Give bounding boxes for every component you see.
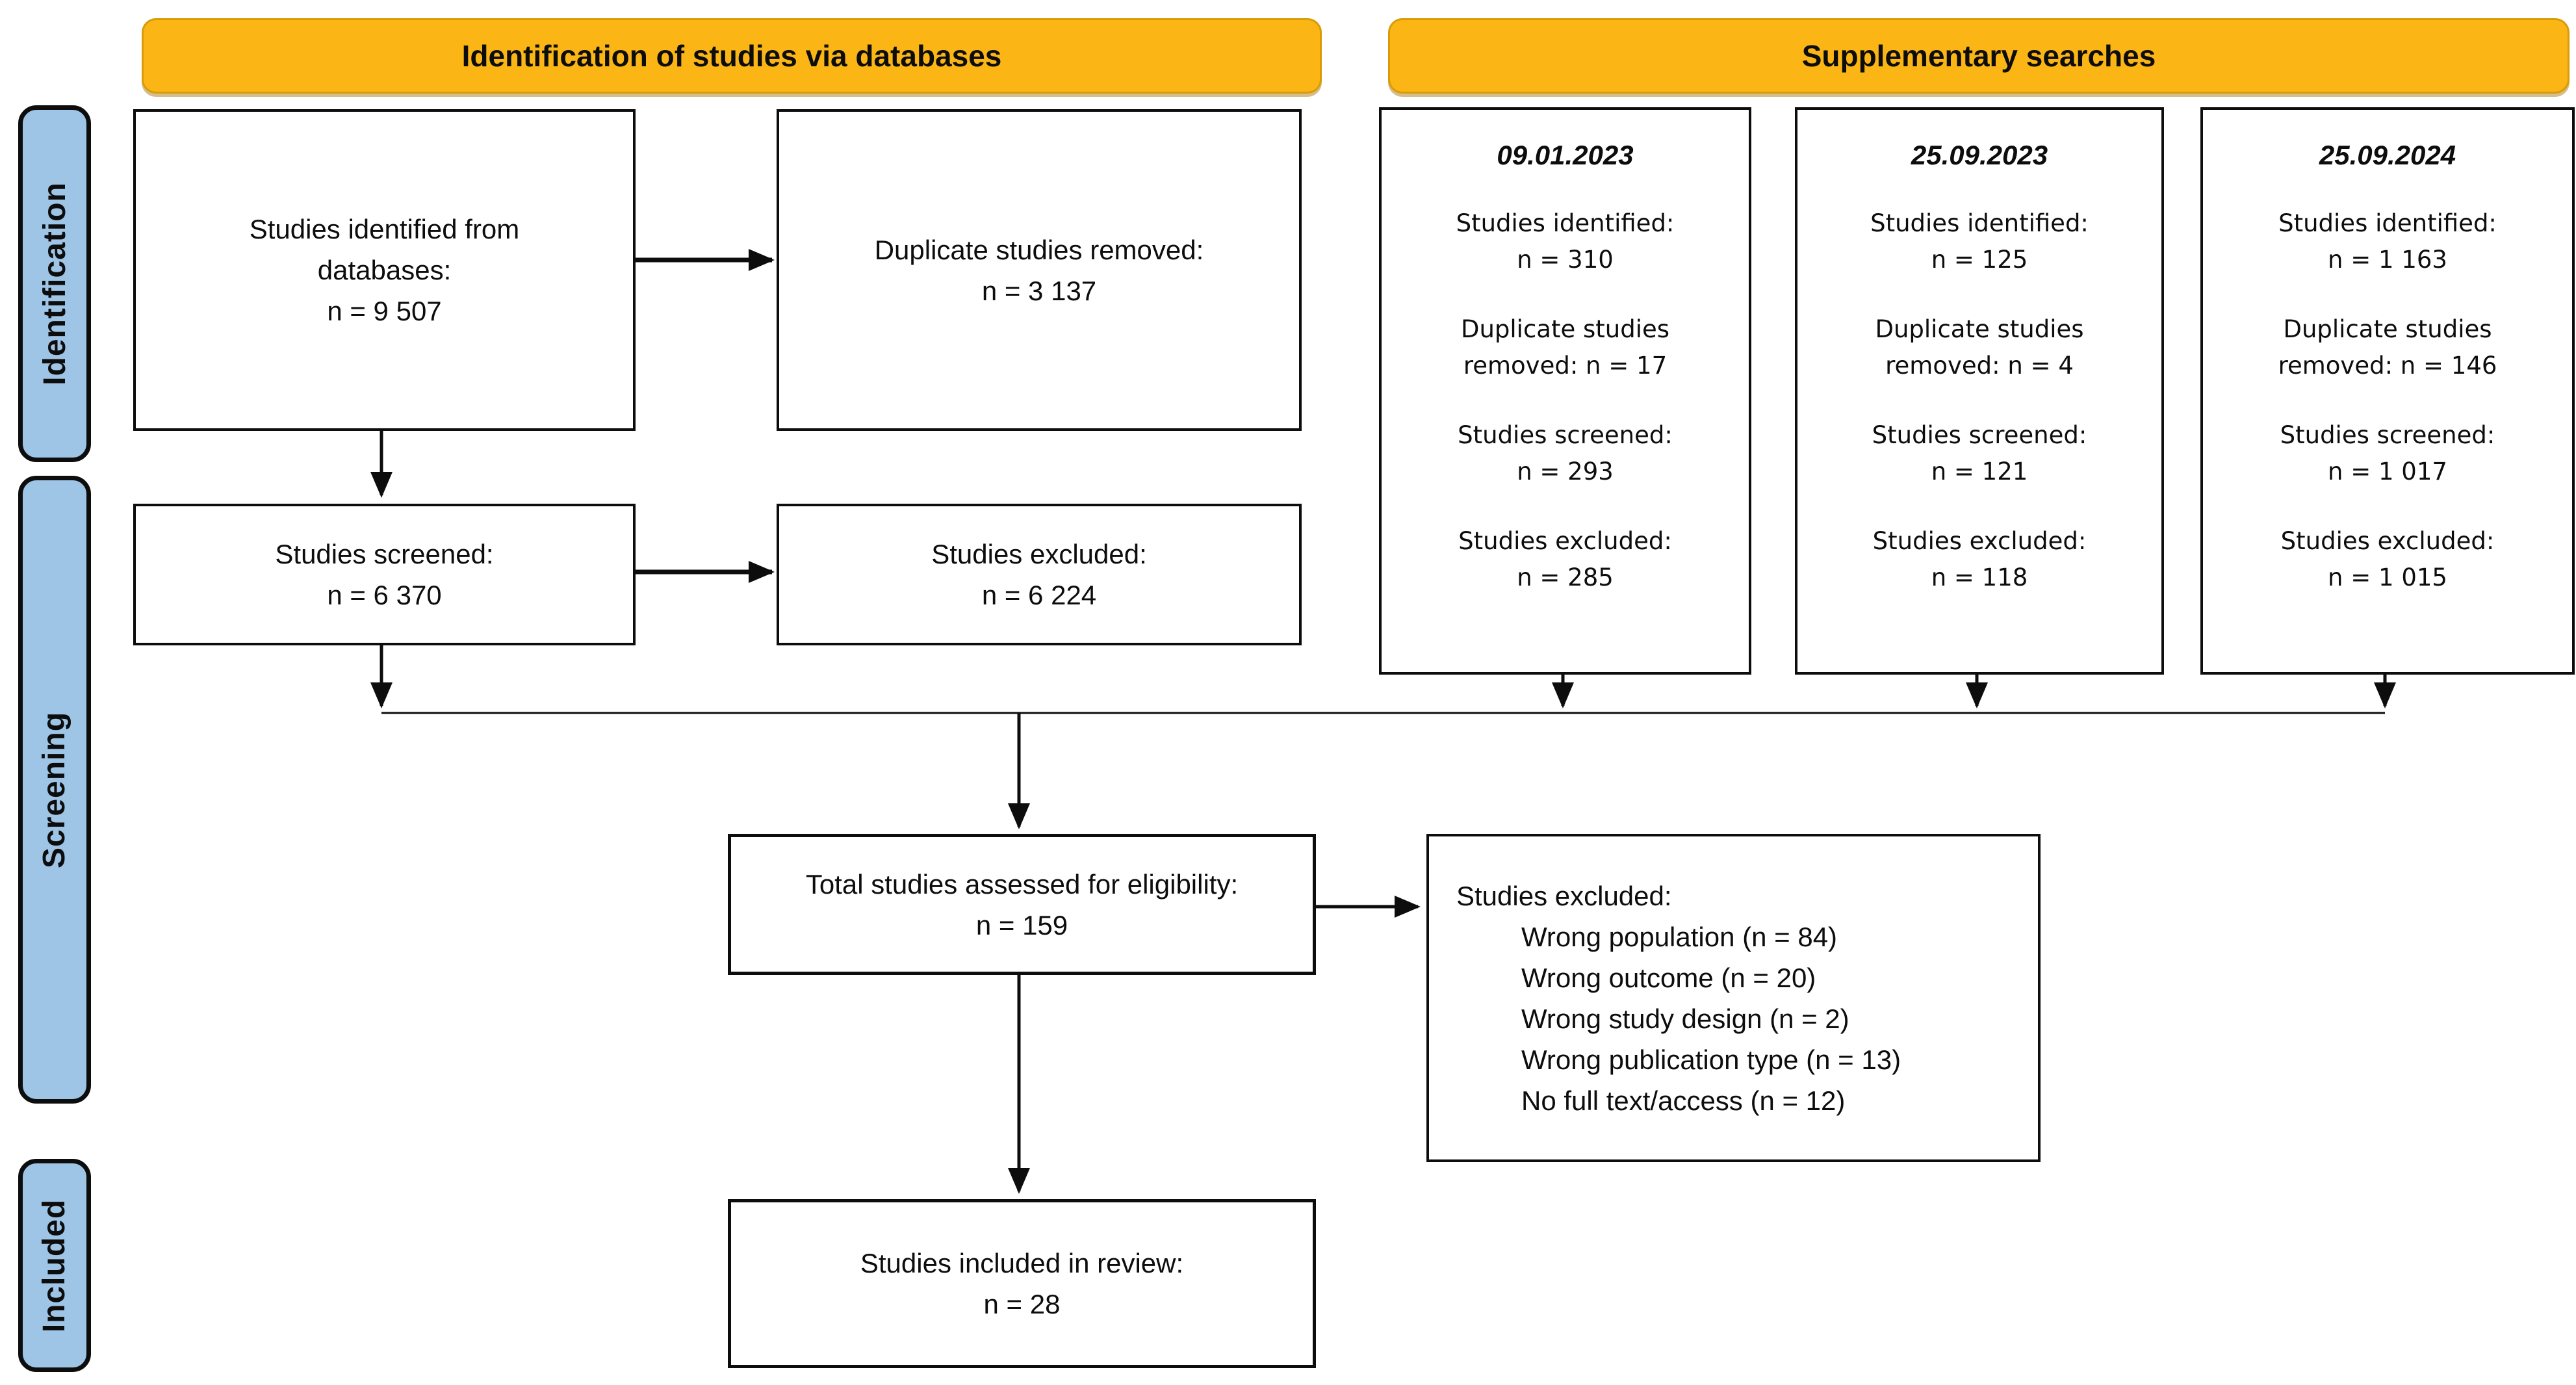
search-entry: Duplicate studies removed: n = 17 <box>1461 311 1669 383</box>
box-duplicates-removed: Duplicate studies removed: n = 3 137 <box>777 109 1302 431</box>
entry-line: Duplicate studies <box>2283 315 2492 344</box>
search-entry: Studies screened: n = 293 <box>1458 417 1673 489</box>
stage-included-label: Included <box>37 1198 72 1332</box>
box-line: Duplicate studies removed: <box>874 234 1204 265</box>
stage-screening: Screening <box>18 476 91 1104</box>
search-date: 09.01.2023 <box>1497 140 1634 170</box>
stage-included: Included <box>18 1159 91 1372</box>
search-entry: Studies excluded: n = 118 <box>1873 523 2087 595</box>
entry-line: n = 121 <box>1931 457 2028 485</box>
entry-line: Studies excluded: <box>1872 527 2087 556</box>
entry-line: Studies excluded: <box>2280 527 2495 556</box>
entry-line: Studies screened: <box>2280 421 2495 450</box>
search-entry: Studies screened: n = 1 017 <box>2280 417 2495 489</box>
exclusion-reason: Wrong outcome (n = 20) <box>1521 962 1816 993</box>
entry-line: Duplicate studies <box>1460 315 1670 344</box>
entry-line: removed: n = 17 <box>1463 351 1668 380</box>
box-total-assessed: Total studies assessed for eligibility: … <box>728 834 1316 975</box>
entry-line: Studies excluded: <box>1458 527 1672 556</box>
box-exclusion-reasons: Studies excluded: Wrong population (n = … <box>1426 834 2041 1162</box>
stage-identification: Identification <box>18 105 91 462</box>
box-line: n = 6 224 <box>981 580 1097 610</box>
search-entry: Studies excluded: n = 1 015 <box>2281 523 2495 595</box>
header-databases-label: Identification of studies via databases <box>461 39 1002 73</box>
entry-line: Studies identified: <box>1456 209 1675 238</box>
exclusion-reason: Wrong publication type (n = 13) <box>1521 1044 1901 1075</box>
search-entry: Duplicate studies removed: n = 146 <box>2278 311 2497 383</box>
box-line: n = 3 137 <box>981 275 1097 306</box>
box-line: n = 6 370 <box>327 580 442 610</box>
box-line: n = 159 <box>975 909 1068 940</box>
box-studies-excluded: Studies excluded: n = 6 224 <box>777 504 1302 645</box>
exclusion-reason: No full text/access (n = 12) <box>1521 1085 1846 1116</box>
box-line: n = 9 507 <box>327 296 442 326</box>
entry-line: n = 285 <box>1517 563 1614 591</box>
box-studies-identified: Studies identified from databases: n = 9… <box>133 109 636 431</box>
box-line: Studies identified from <box>249 214 520 244</box>
exclusion-reason: Wrong study design (n = 2) <box>1521 1003 1849 1034</box>
box-line: databases: <box>317 255 452 285</box>
header-supplementary: Supplementary searches <box>1388 18 2570 94</box>
stage-identification-label: Identification <box>37 182 72 385</box>
entry-line: removed: n = 4 <box>1885 351 2074 380</box>
exclusion-reason: Wrong population (n = 84) <box>1521 921 1838 952</box>
search-entry: Studies screened: n = 121 <box>1872 417 2087 489</box>
box-supplementary-search-1: 09.01.2023 Studies identified: n = 310 D… <box>1379 107 1751 675</box>
exclusion-title: Studies excluded: <box>1456 880 1672 911</box>
search-entry: Duplicate studies removed: n = 4 <box>1875 311 2083 383</box>
box-line: Studies included in review: <box>860 1248 1184 1278</box>
search-entry: Studies identified: n = 310 <box>1456 205 1675 278</box>
header-supplementary-label: Supplementary searches <box>1801 39 2156 73</box>
search-entry: Studies identified: n = 1 163 <box>2278 205 2497 278</box>
box-supplementary-search-2: 25.09.2023 Studies identified: n = 125 D… <box>1795 107 2164 675</box>
box-line: Total studies assessed for eligibility: <box>805 868 1239 900</box>
box-studies-screened: Studies screened: n = 6 370 <box>133 504 636 645</box>
entry-line: Studies screened: <box>1872 421 2087 450</box>
box-supplementary-search-3: 25.09.2024 Studies identified: n = 1 163… <box>2200 107 2575 675</box>
entry-line: n = 1 015 <box>2328 563 2447 591</box>
search-date: 25.09.2023 <box>1911 140 2048 170</box>
entry-line: Studies screened: <box>1458 421 1673 450</box>
box-line: Studies excluded: <box>931 539 1147 569</box>
box-line: n = 28 <box>983 1289 1061 1319</box>
box-line: Studies screened: <box>275 539 494 569</box>
search-entry: Studies excluded: n = 285 <box>1458 523 1672 595</box>
entry-line: removed: n = 146 <box>2278 351 2497 380</box>
entry-line: Studies identified: <box>1870 209 2089 238</box>
entry-line: n = 1 017 <box>2328 457 2447 485</box>
box-included-in-review: Studies included in review: n = 28 <box>728 1199 1316 1368</box>
entry-line: n = 293 <box>1517 457 1614 485</box>
entry-line: Duplicate studies <box>1875 315 2084 344</box>
entry-line: n = 125 <box>1931 245 2028 274</box>
search-date: 25.09.2024 <box>2319 140 2456 170</box>
entry-line: n = 310 <box>1517 245 1614 274</box>
header-databases: Identification of studies via databases <box>142 18 1322 94</box>
entry-line: n = 1 163 <box>2328 245 2447 274</box>
stage-screening-label: Screening <box>37 711 72 868</box>
search-entry: Studies identified: n = 125 <box>1870 205 2089 278</box>
entry-line: Studies identified: <box>2278 209 2497 238</box>
entry-line: n = 118 <box>1931 563 2028 591</box>
